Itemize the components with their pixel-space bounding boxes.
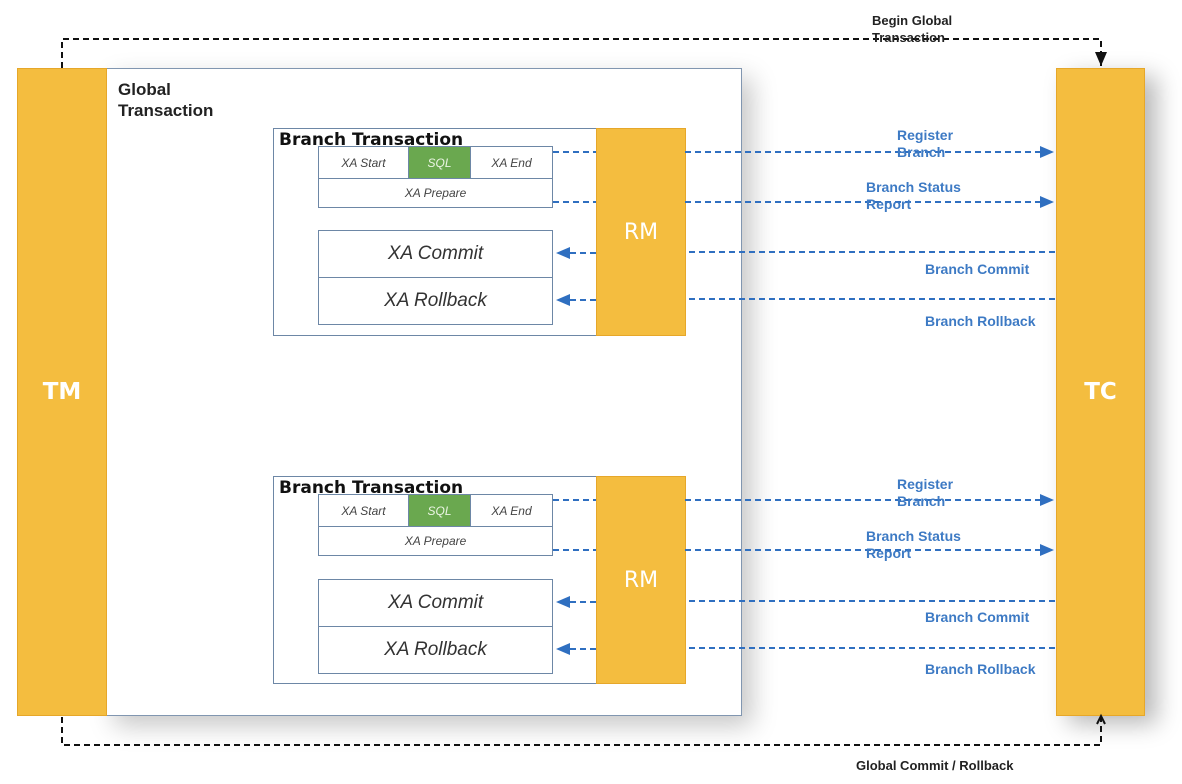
xa-commit-cell: XA Commit (318, 230, 553, 278)
rm-bar-2: RM (596, 476, 686, 684)
xa-end-cell: XA End (491, 503, 532, 518)
register-branch-label: Register Branch (897, 127, 954, 160)
global-commit-label: Global Commit / Rollback (856, 758, 1014, 773)
xa-rollback-cell: XA Rollback (318, 626, 553, 674)
register-branch-label: Register Branch (897, 476, 954, 509)
sql-cell: SQL (408, 147, 471, 178)
global-transaction-label: Global Transaction (118, 80, 214, 120)
branch-status-report-label: Branch Status Report (866, 179, 961, 212)
xa-start-cell: XA Start (341, 503, 386, 518)
tm-bar: TM (17, 68, 107, 716)
xa-prepare-cell: XA Prepare (318, 527, 553, 556)
xa-row-1: XA Start SQL XA End (318, 146, 553, 179)
branch-transaction-label-1: Branch Transaction (279, 130, 464, 150)
branch-commit-label: Branch Commit (925, 609, 1030, 625)
begin-global-arrow (61, 38, 1107, 68)
rm-bar-1: RM (596, 128, 686, 336)
branch-transaction-label-2: Branch Transaction (279, 478, 464, 498)
tm-label: TM (42, 379, 82, 405)
sql-cell: SQL (408, 495, 471, 526)
xa-rollback-cell: XA Rollback (318, 277, 553, 325)
global-commit-arrowhead (1096, 713, 1106, 725)
rm-label: RM (623, 567, 659, 593)
begin-global-label: Begin Global Transaction (872, 13, 953, 45)
branch-rollback-label: Branch Rollback (925, 313, 1036, 329)
xa-start-cell: XA Start (341, 155, 386, 170)
global-commit-arrow (61, 716, 1102, 746)
branch-rollback-label: Branch Rollback (925, 661, 1036, 677)
branch-commit-label: Branch Commit (925, 261, 1030, 277)
xa-prepare-cell: XA Prepare (318, 179, 553, 208)
rm-label: RM (623, 219, 659, 245)
xa-end-cell: XA End (491, 155, 532, 170)
branch-status-report-label: Branch Status Report (866, 528, 961, 561)
tc-label: TC (1084, 379, 1117, 405)
xa-row-2: XA Start SQL XA End (318, 494, 553, 527)
tc-bar: TC (1056, 68, 1145, 716)
